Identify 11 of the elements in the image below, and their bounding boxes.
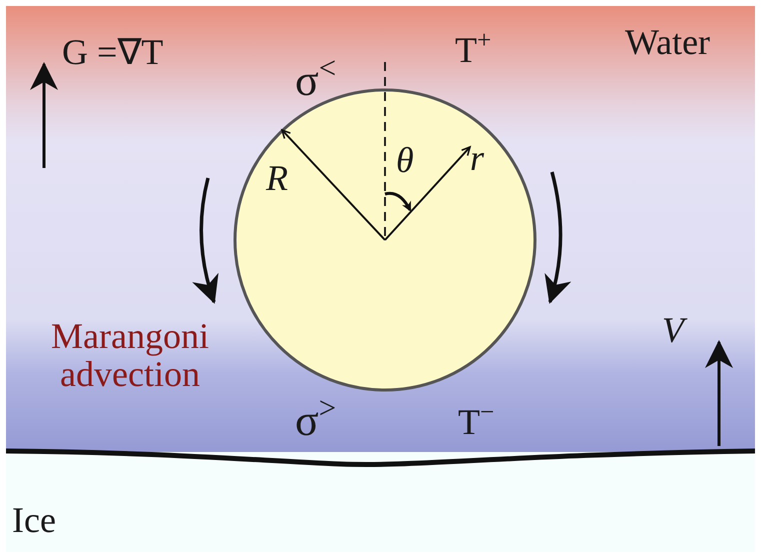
region-label: Ice: [12, 502, 56, 540]
equation-label: G =∇T: [62, 34, 164, 72]
symbol-label: σ$^{>}$: [295, 392, 336, 444]
symbol-label: r: [470, 140, 484, 178]
symbol-label: T$^{+}$: [455, 28, 492, 70]
symbol-label: T$^{−}$: [458, 400, 494, 442]
region-label: Water: [625, 24, 710, 62]
symbol-label: σ$^{<}$: [295, 52, 336, 104]
symbol-label: θ: [396, 142, 414, 180]
process-label: Marangoni advection: [50, 318, 210, 394]
symbol-label: R: [266, 160, 288, 198]
